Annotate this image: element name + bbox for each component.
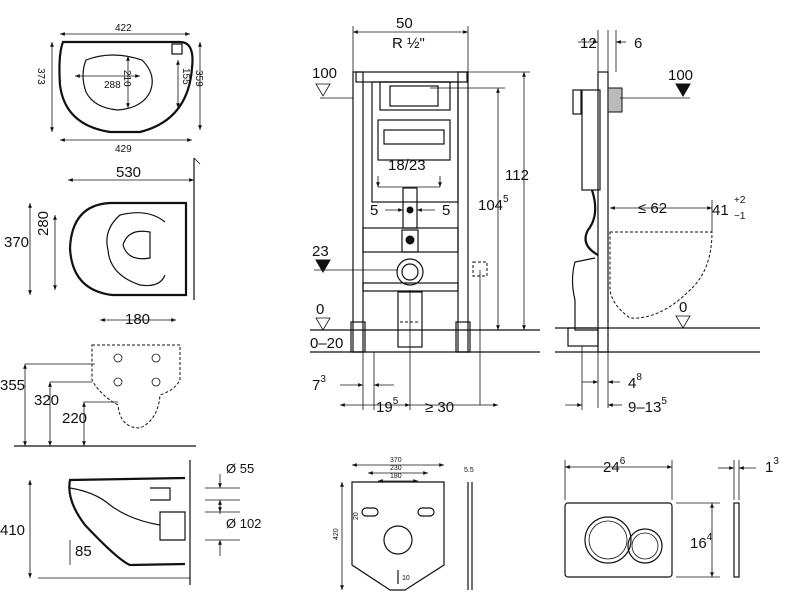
- bowl-plan-view: 530 370 280: [4, 157, 201, 300]
- side-bowl-height-minus: −1: [734, 211, 746, 222]
- seat-hole-depth: 210: [121, 70, 132, 87]
- plate-depth: 13: [765, 456, 779, 476]
- bowl-front-h1: 355: [0, 377, 25, 394]
- mat-width-2: 230: [390, 465, 402, 472]
- seat-width-bottom: 429: [115, 144, 132, 155]
- mat-thickness: 5.5: [464, 467, 474, 474]
- frame-supply-level: 23: [312, 243, 329, 260]
- frame-level-left: 100: [312, 65, 337, 82]
- side-level-right: 100: [668, 67, 693, 84]
- seat-depth: 373: [35, 68, 46, 85]
- frame-dim-c: ≥ 30: [425, 399, 454, 416]
- bowl-front-width: 180: [125, 311, 150, 328]
- frame-spacing: 18/23: [388, 157, 426, 174]
- side-floor-level: 0: [679, 299, 687, 316]
- frame-dim-b: 195: [376, 396, 399, 416]
- mat-width-1: 370: [390, 457, 402, 464]
- mat-side: 20: [353, 512, 360, 520]
- frame-width: 50: [396, 15, 413, 32]
- side-bowl-dist: ≤ 62: [638, 200, 667, 217]
- side-bowl-height: 41: [712, 202, 729, 219]
- bowl-height: 370: [4, 234, 29, 251]
- frame-front-view: 50 R ½" 100 112 1045 18/23 5 5 23 0 0–20…: [310, 15, 540, 416]
- side-bowl-height-plus: +2: [734, 195, 746, 206]
- frame-offset-left: 5: [370, 202, 378, 219]
- frame-side-view: 12 6 100 ≤ 62 41 +2 −1 0 48 9–135: [555, 30, 760, 416]
- bowl-mounting-view: 180 355 320 220: [0, 311, 196, 447]
- frame-height-total: 112: [505, 167, 529, 184]
- seat-depth-2: 359: [193, 70, 204, 87]
- frame-thread: R ½": [392, 35, 425, 52]
- section-height: 410: [0, 522, 25, 539]
- insulation-mat: 370 230 180 20 420 10 5.5: [333, 457, 474, 591]
- seat-hole-r: 155: [180, 68, 191, 85]
- frame-dim-a: 73: [312, 374, 326, 394]
- section-d2: Ø 102: [226, 516, 261, 531]
- mat-edge: 10: [402, 575, 410, 582]
- mat-width-3: 180: [390, 473, 402, 480]
- side-top-b: 6: [634, 35, 642, 52]
- plate-height: 164: [690, 532, 713, 552]
- seat-width-top: 422: [115, 23, 132, 34]
- bowl-length: 530: [116, 164, 141, 181]
- section-offset: 85: [75, 543, 92, 560]
- seat-top-view: 422 429 288 210 373 359 155: [35, 23, 204, 155]
- bowl-front-h2: 320: [34, 392, 59, 409]
- mat-height: 420: [333, 528, 340, 540]
- side-dim-d: 48: [628, 372, 642, 392]
- section-d1: Ø 55: [226, 461, 254, 476]
- bowl-section-view: 410 85 Ø 55 Ø 102: [0, 460, 261, 585]
- frame-mount-height: 1045: [478, 194, 509, 214]
- bowl-inner: 280: [35, 211, 52, 236]
- side-dim-e: 9–135: [628, 396, 667, 416]
- seat-hole-width: 288: [104, 80, 121, 91]
- flush-plate: 246 164 13: [564, 456, 779, 578]
- frame-offset-right: 5: [442, 202, 450, 219]
- bowl-front-h3: 220: [62, 410, 87, 427]
- plate-width: 246: [603, 456, 626, 476]
- side-top-a: 12: [580, 35, 597, 52]
- frame-floor-level: 0: [316, 301, 324, 318]
- frame-floor-range: 0–20: [310, 335, 343, 352]
